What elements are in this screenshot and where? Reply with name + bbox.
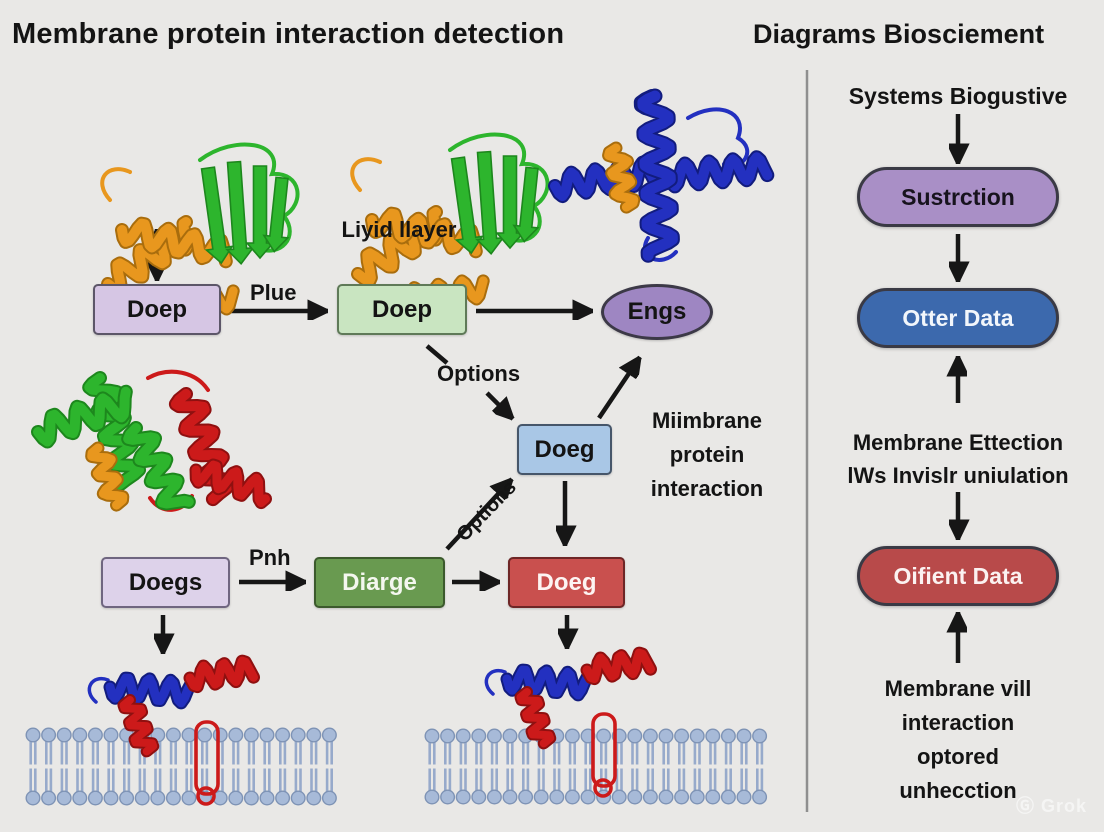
flow-arrows [157, 114, 958, 663]
right-panel-note-mid: Membrane Ettection lWs Invislr uniulatio… [847, 430, 1069, 488]
pill-oifient-data: Oifient Data [857, 546, 1059, 606]
flow-box-diarge: Diarge [314, 557, 445, 608]
right-panel-heading: Systems Biogustive [848, 83, 1068, 109]
panel-title: Diagrams Biosciement [753, 19, 1045, 49]
page-title: Membrane protein interaction detection [12, 18, 565, 50]
arrow-label-plue: Plue [250, 280, 297, 305]
flow-box-doep-purple: Doep [93, 284, 221, 335]
pill-sustrction: Sustrction [857, 167, 1059, 227]
right-panel-note-bottom: Membrane vill interaction optored unhecc… [884, 676, 1032, 803]
flow-box-doep-green: Doep [337, 284, 467, 335]
note-membrane-protein-interaction: Miimbrane protein interaction [650, 408, 764, 501]
flow-box-doeg-red: Doeg [508, 557, 625, 608]
flow-ellipse-engs: Engs [601, 284, 713, 340]
arrow-label-pnh: Pnh [249, 545, 291, 570]
label-options-upper: Options [437, 361, 521, 386]
label-lipid-bilayer: Liyid llayer [341, 217, 457, 242]
flow-box-doeg-blue: Doeg [517, 424, 612, 475]
pill-otter-data: Otter Data [857, 288, 1059, 348]
grok-watermark: Ⓖ Grok [1016, 796, 1088, 816]
flow-box-doegs: Doegs [101, 557, 230, 608]
